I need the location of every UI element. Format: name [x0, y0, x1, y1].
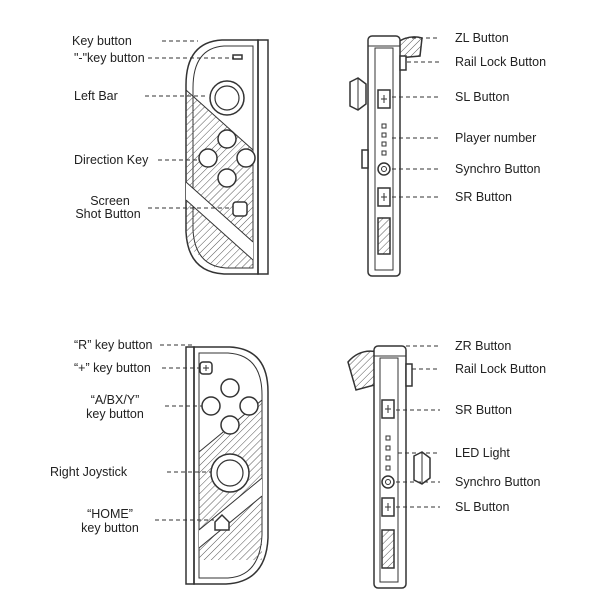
- dpad-left-icon: [198, 148, 218, 168]
- right-joycon-rail: [185, 346, 195, 585]
- label-left-bar: Left Bar: [74, 89, 118, 103]
- label-home: “HOME”: [87, 507, 133, 521]
- right-joycon-side: [347, 345, 431, 589]
- label-abxy-key-button: key button: [86, 407, 144, 421]
- right-joycon-body: [193, 346, 269, 585]
- left-joycon-front: [185, 39, 269, 275]
- label-sr-button-right: SR Button: [455, 403, 512, 417]
- label-player-number: Player number: [455, 131, 537, 145]
- led-4: [385, 465, 391, 471]
- dpad-right-icon: [236, 148, 256, 168]
- a-button-icon: [239, 396, 259, 416]
- zr-button-icon: [347, 350, 379, 391]
- label-direction-key: Direction Key: [74, 153, 149, 167]
- label-minus-key-button: "-"key button: [74, 51, 145, 65]
- left-joycon-side: [349, 35, 423, 277]
- label-rail-lock-button-left: Rail Lock Button: [455, 55, 547, 69]
- player-led-3: [381, 141, 387, 147]
- right-sync-button-icon: [381, 475, 395, 489]
- dpad-up-icon: [217, 129, 237, 149]
- home-button-icon: [214, 513, 230, 531]
- led-1: [385, 435, 391, 441]
- left-rail-connector: [377, 217, 391, 255]
- player-led-4: [381, 150, 387, 156]
- label-sl-button-left: SL Button: [455, 90, 510, 104]
- sync-button-icon: [377, 162, 391, 176]
- led-3: [385, 455, 391, 461]
- x-button-icon: [220, 378, 240, 398]
- label-sl-button-right: SL Button: [455, 500, 510, 514]
- label-abxy: “A/BX/Y”: [90, 393, 140, 407]
- label-led-light: LED Light: [455, 446, 510, 460]
- label-synchro-button-left: Synchro Button: [455, 162, 541, 176]
- label-rail-lock-button-right: Rail Lock Button: [455, 362, 547, 376]
- player-led-1: [381, 123, 387, 129]
- led-2: [385, 445, 391, 451]
- label-r-key-button: “R” key button: [74, 338, 153, 352]
- right-joycon-front: [185, 346, 269, 585]
- b-button-icon: [220, 415, 240, 435]
- right-rail-connector: [381, 529, 395, 569]
- minus-button-icon: [232, 54, 243, 60]
- right-rail-lock-icon: [405, 363, 413, 387]
- label-zl-button: ZL Button: [455, 31, 509, 45]
- left-joycon-rail: [257, 39, 269, 275]
- leader-lines: [145, 37, 440, 521]
- label-key-button: Key button: [72, 34, 132, 48]
- label-right-joystick: Right Joystick: [50, 465, 128, 479]
- label-synchro-button-right: Synchro Button: [455, 475, 541, 489]
- player-led-2: [381, 132, 387, 138]
- y-button-icon: [201, 396, 221, 416]
- label-shot-button: Shot Button: [75, 207, 141, 221]
- label-zr-button: ZR Button: [455, 339, 512, 353]
- label-home-key-button: key button: [81, 521, 139, 535]
- rail-lock-icon: [399, 55, 407, 71]
- label-plus-key-button: “+” key button: [74, 361, 151, 375]
- label-screen: Screen: [90, 194, 130, 208]
- label-sr-button-left: SR Button: [455, 190, 512, 204]
- screenshot-button-icon: [232, 201, 248, 217]
- dpad-down-icon: [217, 168, 237, 188]
